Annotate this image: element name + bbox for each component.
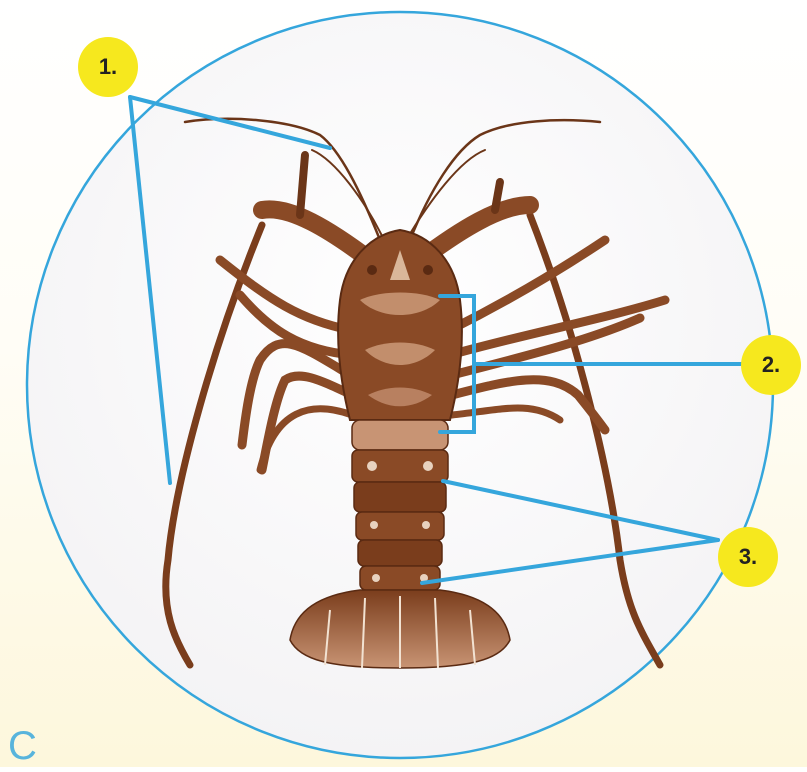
label-badge-1-text: 1.: [99, 54, 117, 80]
label-badge-1: 1.: [78, 37, 138, 97]
footer-text-fragment: C: [8, 726, 37, 766]
label-badge-2: 2.: [741, 335, 801, 395]
label-badge-2-text: 2.: [762, 352, 780, 378]
label-badge-3-text: 3.: [739, 544, 757, 570]
lobster-carapace: [338, 230, 462, 420]
label-badge-3: 3.: [718, 527, 778, 587]
